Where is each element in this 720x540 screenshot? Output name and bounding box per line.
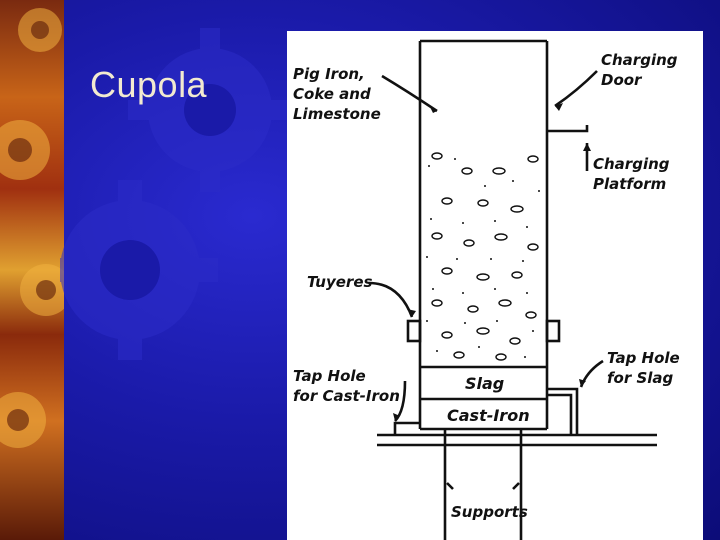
- label-supports: Supports: [451, 503, 528, 521]
- arrowhead: [393, 413, 400, 421]
- tuyere-left: [406, 319, 422, 343]
- label-tap-slag-1: Tap Hole: [607, 349, 680, 367]
- arrowhead: [429, 105, 437, 113]
- cupola-diagram-svg: Pig Iron, Coke and Limestone Charging Do…: [293, 39, 680, 540]
- gear-icon: [0, 8, 64, 448]
- leader-charge: [381, 74, 438, 113]
- background-gear-icon: [60, 28, 292, 360]
- label-limestone: Limestone: [293, 105, 381, 123]
- slag-tap-pipe-inner: [547, 393, 573, 435]
- label-tap-iron-2: for Cast-Iron: [293, 387, 400, 405]
- slide-title: Cupola: [90, 64, 208, 105]
- label-pig-iron: Pig Iron,: [293, 65, 365, 83]
- arrowhead: [579, 379, 586, 387]
- label-tap-slag-2: for Slag: [607, 369, 674, 387]
- arrowhead: [555, 103, 563, 111]
- cupola-diagram: Pig Iron, Coke and Limestone Charging Do…: [287, 31, 703, 540]
- leader-support-right: [512, 482, 520, 490]
- label-charging-door-1: Charging: [601, 51, 678, 69]
- label-charging-platform-2: Platform: [593, 175, 666, 193]
- charge-pebbles: [431, 152, 539, 361]
- arrowhead: [407, 309, 416, 317]
- label-charging-platform-1: Charging: [593, 155, 670, 173]
- charge-dots: [426, 158, 540, 358]
- leader-tap-slag: [579, 359, 604, 388]
- charging-door: [547, 125, 589, 133]
- decorative-gear-strip: [0, 0, 64, 540]
- leader-charging-door: [554, 70, 598, 108]
- label-tap-iron-1: Tap Hole: [293, 367, 366, 385]
- slag-tap-pipe: [547, 387, 579, 435]
- arrowhead: [583, 143, 591, 151]
- leader-support-left: [446, 482, 454, 490]
- label-slag: Slag: [465, 374, 504, 393]
- tuyere-right: [545, 319, 561, 343]
- label-tuyeres: Tuyeres: [307, 273, 372, 291]
- label-cast-iron: Cast-Iron: [447, 406, 530, 425]
- leader-tuyeres: [368, 281, 414, 318]
- label-charging-door-2: Door: [601, 71, 643, 89]
- label-coke: Coke and: [293, 85, 371, 103]
- iron-tap-pipe: [393, 421, 420, 435]
